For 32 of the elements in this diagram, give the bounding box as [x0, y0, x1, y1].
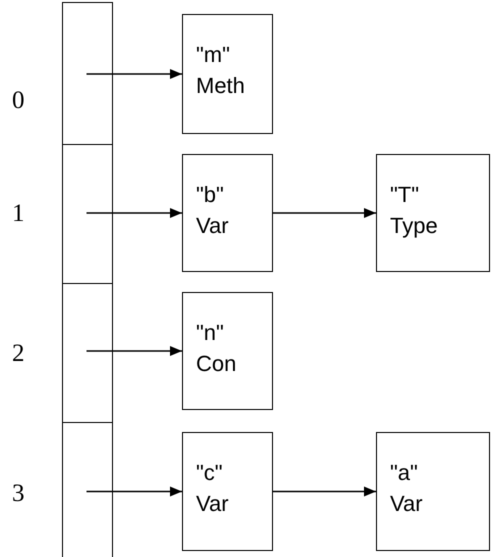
arrow: [86, 208, 182, 218]
kind-label: Meth: [196, 72, 245, 100]
arrow: [86, 69, 182, 79]
record-box: [182, 432, 273, 551]
name-label: "c": [196, 459, 223, 487]
index-number: 3: [12, 481, 24, 506]
table-cell: [62, 2, 113, 145]
name-label: "m": [196, 41, 230, 69]
kind-label: Type: [390, 212, 438, 240]
index-number: 1: [12, 201, 24, 226]
record-box: [376, 154, 490, 272]
kind-label: Var: [390, 490, 423, 518]
record-box: [376, 432, 490, 551]
kind-label: Con: [196, 350, 236, 378]
arrow: [273, 208, 376, 218]
name-label: "b": [196, 181, 224, 209]
arrow: [86, 486, 182, 496]
table-cell: [62, 144, 113, 284]
arrow: [273, 486, 376, 496]
kind-label: Var: [196, 490, 229, 518]
index-number: 0: [12, 88, 24, 113]
record-box: [182, 292, 273, 410]
name-label: "n": [196, 319, 224, 347]
table-cell: [62, 422, 113, 557]
name-label: "a": [390, 459, 418, 487]
arrow: [86, 346, 182, 356]
record-box: [182, 154, 273, 272]
name-label: "T": [390, 181, 420, 209]
index-number: 2: [12, 341, 24, 366]
record-box: [182, 14, 273, 134]
table-cell: [62, 283, 113, 423]
kind-label: Var: [196, 212, 229, 240]
